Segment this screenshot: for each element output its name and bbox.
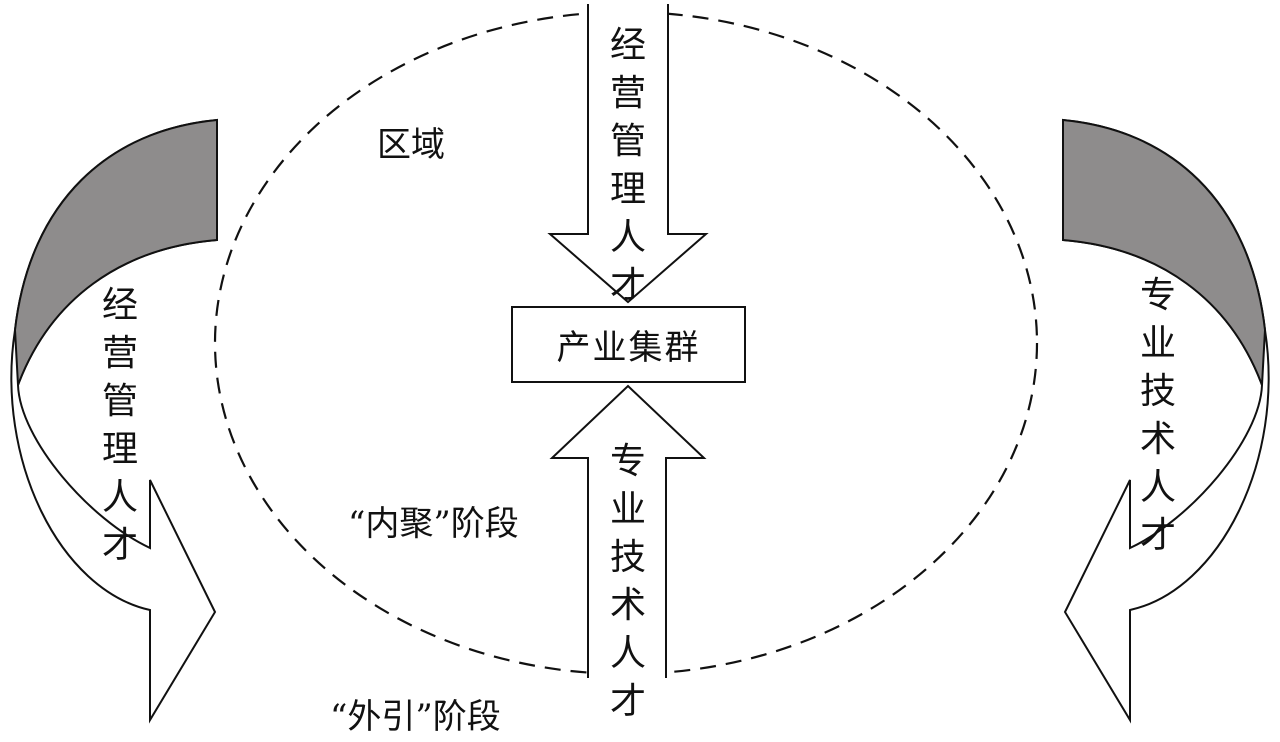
right-arrow-shaded-band [1062,118,1267,386]
bottom-up-arrow [549,384,707,678]
left-arrow-label: 经 营 管 理 人 才 [101,285,138,566]
cluster-label: 产业集群 [556,328,701,368]
inner-stage-label: “内聚”阶段 [348,504,519,544]
cluster-box [511,306,746,383]
top-arrow-label: 经 营 管 理 人 才 [609,25,646,306]
bottom-arrow-label: 专 业 技 术 人 才 [609,441,646,722]
top-down-arrow [547,4,709,304]
region-label: 区域 [377,125,445,165]
outer-stage-label: “外引”阶段 [330,697,501,737]
left-arrow-shaded-band [13,118,218,386]
right-arrow-label: 专 业 技 术 人 才 [1139,275,1176,556]
